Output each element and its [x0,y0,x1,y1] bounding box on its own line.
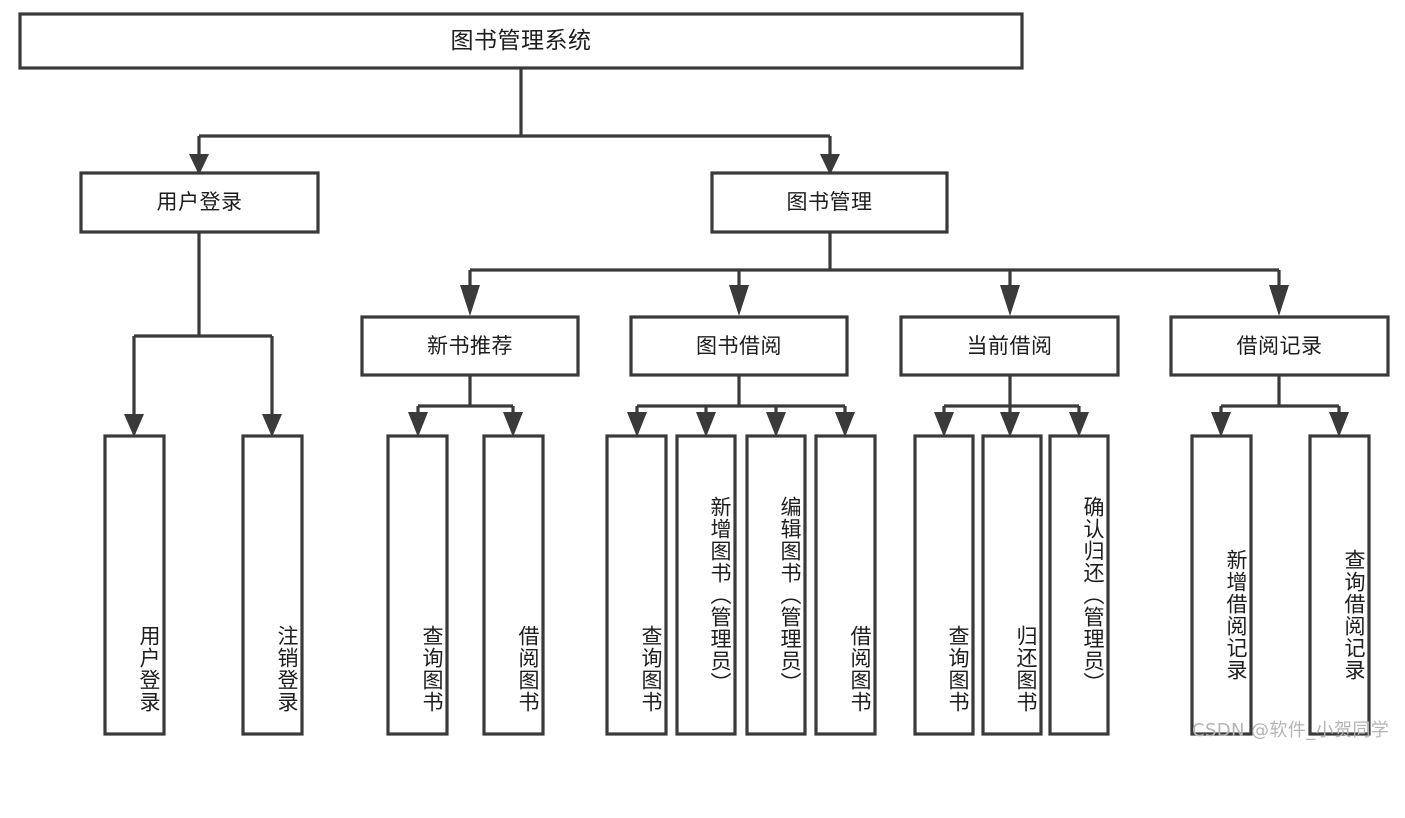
leaf-box-book-borrow-0[interactable] [605,434,668,736]
connector-borrow-records-to-leaves [1219,375,1341,418]
arrow-to-leaf-current-borrow-1 [1000,412,1020,437]
connector-root-to-level1 [197,68,832,160]
node-box-user-login[interactable] [79,171,320,234]
leaf-box-book-borrow-1[interactable] [675,434,737,736]
leaf-box-user-login-1[interactable] [241,434,304,736]
node-box-book-management[interactable] [710,171,949,234]
arrow-to-leaf-current-borrow-2 [1069,412,1089,437]
leaf-box-book-borrow-2[interactable] [745,434,807,736]
leaf-box-borrow-records-1[interactable] [1308,434,1371,736]
arrow-to-book-borrow [729,285,749,316]
node-box-current-borrow[interactable] [899,315,1120,377]
connector-new-book-to-leaves [416,375,515,418]
arrow-to-leaf-borrow-records-0 [1211,412,1231,437]
arrow-to-leaf-user-login-1 [262,414,282,437]
arrow-to-book-management [820,154,840,175]
connector-book-borrow-to-leaves [635,375,847,418]
arrow-to-new-book-recommend [460,285,480,316]
arrow-to-borrow-records [1269,285,1289,316]
arrow-to-leaf-user-login-0 [124,414,144,437]
connector-user-login-to-leaves [132,232,274,420]
leaf-box-current-borrow-0[interactable] [913,434,975,736]
leaf-box-borrow-records-0[interactable] [1190,434,1253,736]
arrow-to-leaf-book-borrow-1 [696,412,716,437]
arrow-to-leaf-book-borrow-0 [627,412,647,437]
node-box-root[interactable] [18,12,1024,70]
arrow-to-leaf-current-borrow-0 [934,412,954,437]
leaf-box-user-login-0[interactable] [103,434,166,736]
arrow-to-leaf-book-borrow-3 [835,412,855,437]
diagram-graphics [18,12,1390,736]
node-box-book-borrow[interactable] [629,315,849,377]
leaf-box-current-borrow-2[interactable] [1048,434,1110,736]
node-box-new-book-recommend[interactable] [360,315,580,377]
arrow-to-current-borrow [1000,285,1020,316]
leaf-box-new-book-1[interactable] [482,434,545,736]
arrow-to-user-login [189,154,209,175]
leaf-box-current-borrow-1[interactable] [981,434,1043,736]
diagram-canvas: 图书管理系统 用户登录 图书管理 新书推荐 图书借阅 当前借阅 借阅记录 用户登… [18,12,1390,741]
arrow-to-leaf-book-borrow-2 [766,412,786,437]
leaf-box-new-book-0[interactable] [386,434,449,736]
node-box-borrow-records[interactable] [1169,315,1390,377]
arrow-to-leaf-borrow-records-1 [1329,412,1349,437]
arrow-to-leaf-new-book-1 [503,412,523,437]
arrow-to-leaf-new-book-0 [408,412,428,437]
leaf-box-book-borrow-3[interactable] [814,434,877,736]
connector-book-management-to-level2 [468,232,1281,288]
connector-current-borrow-to-leaves [942,375,1081,418]
